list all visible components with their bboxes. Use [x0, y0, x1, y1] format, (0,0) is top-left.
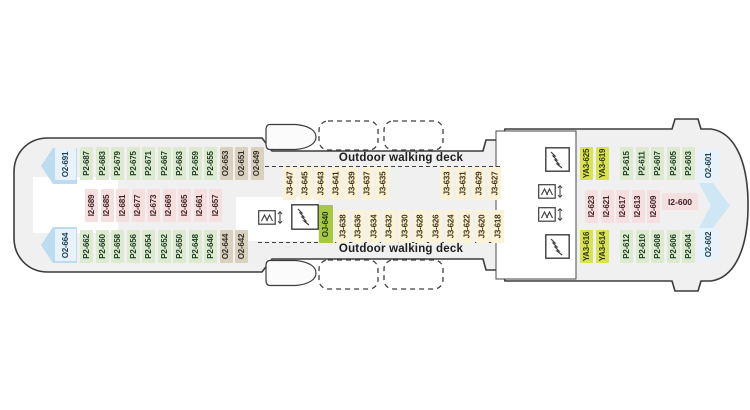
cabin-P2-667[interactable]: P2-667: [157, 147, 171, 180]
lifeboat-solid-bottom: [265, 259, 317, 287]
cabin-J3-626[interactable]: J3-626: [429, 210, 442, 243]
cabin-P2-683[interactable]: P2-683: [95, 147, 109, 180]
cabin-P2-610[interactable]: P2-610: [635, 230, 649, 263]
lifeboat-dashed-top-2: [383, 120, 444, 151]
walking-deck-label-top: Outdoor walking deck: [338, 152, 464, 164]
cabin-P2-679[interactable]: P2-679: [111, 147, 124, 180]
cabin-O2-664[interactable]: O2-664: [55, 229, 76, 261]
lifeboat-dashed-bottom-1: [318, 259, 379, 290]
cabin-O2-644[interactable]: O2-644: [219, 230, 233, 263]
cabin-YA3-614[interactable]: YA3-614: [596, 230, 609, 263]
cabin-O2-653[interactable]: O2-653: [219, 147, 233, 180]
cabin-P2-607[interactable]: P2-607: [651, 147, 664, 180]
cabin-J3-628[interactable]: J3-628: [413, 210, 427, 243]
cabin-J3-636[interactable]: J3-636: [351, 210, 365, 243]
cabin-P2-611[interactable]: P2-611: [635, 147, 649, 180]
cabin-OJ-640[interactable]: OJ-640: [319, 205, 333, 243]
elevator-icon-right-upper: [538, 184, 563, 199]
cabin-P2-652[interactable]: P2-652: [157, 230, 171, 263]
cabin-J3-638[interactable]: J3-638: [336, 210, 349, 243]
cabin-P2-655[interactable]: P2-655: [204, 147, 217, 180]
cabin-J3-618[interactable]: J3-618: [491, 210, 504, 243]
cabin-YA3-619[interactable]: YA3-619: [596, 147, 609, 180]
cabin-P2-671[interactable]: P2-671: [142, 147, 155, 180]
cabin-J3-630[interactable]: J3-630: [398, 210, 411, 243]
cabin-P2-687[interactable]: P2-687: [80, 147, 93, 180]
cabin-J3-647[interactable]: J3-647: [283, 167, 296, 200]
cabin-O2-602[interactable]: O2-602: [698, 228, 719, 261]
cabin-O2-649[interactable]: O2-649: [250, 147, 264, 180]
cabin-P2-656[interactable]: P2-656: [126, 230, 140, 263]
cabin-O2-601[interactable]: O2-601: [698, 149, 719, 182]
cabin-I2-681[interactable]: I2-681: [116, 189, 129, 222]
cabin-I2-669[interactable]: I2-669: [162, 189, 176, 222]
stairs-icon-right-bottom: [545, 234, 570, 259]
cabin-J3-645[interactable]: J3-645: [298, 167, 312, 200]
cabin-P2-660[interactable]: P2-660: [95, 230, 109, 263]
cabin-J3-632[interactable]: J3-632: [382, 210, 396, 243]
cabin-I2-623[interactable]: I2-623: [585, 190, 598, 223]
cabin-I2-665[interactable]: I2-665: [178, 189, 191, 222]
cabin-P2-646[interactable]: P2-646: [204, 230, 217, 263]
cabin-J3-643[interactable]: J3-643: [314, 167, 327, 200]
walking-deck-label-bottom: Outdoor walking deck: [338, 243, 464, 255]
cabin-P2-608[interactable]: P2-608: [651, 230, 664, 263]
cabin-J3-629[interactable]: J3-629: [472, 167, 485, 200]
cabin-P2-606[interactable]: P2-606: [666, 230, 680, 263]
cabin-I2-657[interactable]: I2-657: [209, 189, 222, 222]
cabin-O2-651[interactable]: O2-651: [235, 147, 248, 180]
cabin-I2-613[interactable]: I2-613: [631, 190, 645, 223]
cabin-YA3-616[interactable]: YA3-616: [580, 230, 593, 263]
cabin-I2-621[interactable]: I2-621: [600, 190, 614, 223]
cabin-I2-600[interactable]: I2-600: [662, 193, 698, 210]
cabin-I2-685[interactable]: I2-685: [100, 189, 114, 222]
cabin-I2-617[interactable]: I2-617: [616, 190, 629, 223]
cabin-J3-627[interactable]: J3-627: [488, 167, 501, 200]
stairs-icon-right-top: [545, 147, 570, 172]
cabin-J3-624[interactable]: J3-624: [444, 210, 458, 243]
cabin-P2-662[interactable]: P2-662: [80, 230, 93, 263]
cabin-P2-605[interactable]: P2-605: [666, 147, 680, 180]
cabin-P2-615[interactable]: P2-615: [620, 147, 633, 180]
lifeboat-dashed-bottom-2: [383, 259, 444, 290]
cabin-J3-631[interactable]: J3-631: [456, 167, 469, 200]
cabin-J3-633[interactable]: J3-633: [440, 167, 453, 200]
elevator-icon-right-lower: [538, 207, 563, 222]
elevator-icon-mid: [258, 210, 283, 225]
cabin-P2-648[interactable]: P2-648: [188, 230, 202, 263]
cabin-J3-637[interactable]: J3-637: [360, 167, 374, 200]
cabin-P2-675[interactable]: P2-675: [126, 147, 140, 180]
stairs-icon-mid: [291, 204, 319, 230]
cabin-P2-663[interactable]: P2-663: [173, 147, 186, 180]
cabin-O2-691[interactable]: O2-691: [55, 148, 76, 180]
cabin-P2-658[interactable]: P2-658: [111, 230, 124, 263]
cabin-J3-641[interactable]: J3-641: [329, 167, 343, 200]
cabin-P2-604[interactable]: P2-604: [682, 230, 695, 263]
cabin-J3-639[interactable]: J3-639: [345, 167, 358, 200]
cabin-I2-689[interactable]: I2-689: [85, 189, 98, 222]
cabin-I2-661[interactable]: I2-661: [193, 189, 207, 222]
lifeboat-solid-top: [265, 123, 317, 151]
cabin-J3-634[interactable]: J3-634: [367, 210, 380, 243]
cabin-P2-659[interactable]: P2-659: [188, 147, 202, 180]
cabin-J3-635[interactable]: J3-635: [376, 167, 389, 200]
cabin-P2-612[interactable]: P2-612: [620, 230, 633, 263]
cabin-I2-677[interactable]: I2-677: [131, 189, 145, 222]
cabin-O2-642[interactable]: O2-642: [235, 230, 248, 263]
lifeboat-dashed-top-1: [318, 120, 379, 151]
cabin-I2-609[interactable]: I2-609: [647, 190, 660, 223]
cabin-J3-620[interactable]: J3-620: [475, 210, 489, 243]
cabin-P2-650[interactable]: P2-650: [173, 230, 186, 263]
cabin-J3-622[interactable]: J3-622: [460, 210, 473, 243]
cabin-I2-673[interactable]: I2-673: [147, 189, 160, 222]
cabin-YA3-625[interactable]: YA3-625: [580, 147, 593, 180]
cabin-P2-654[interactable]: P2-654: [142, 230, 155, 263]
cabin-P2-603[interactable]: P2-603: [682, 147, 695, 180]
